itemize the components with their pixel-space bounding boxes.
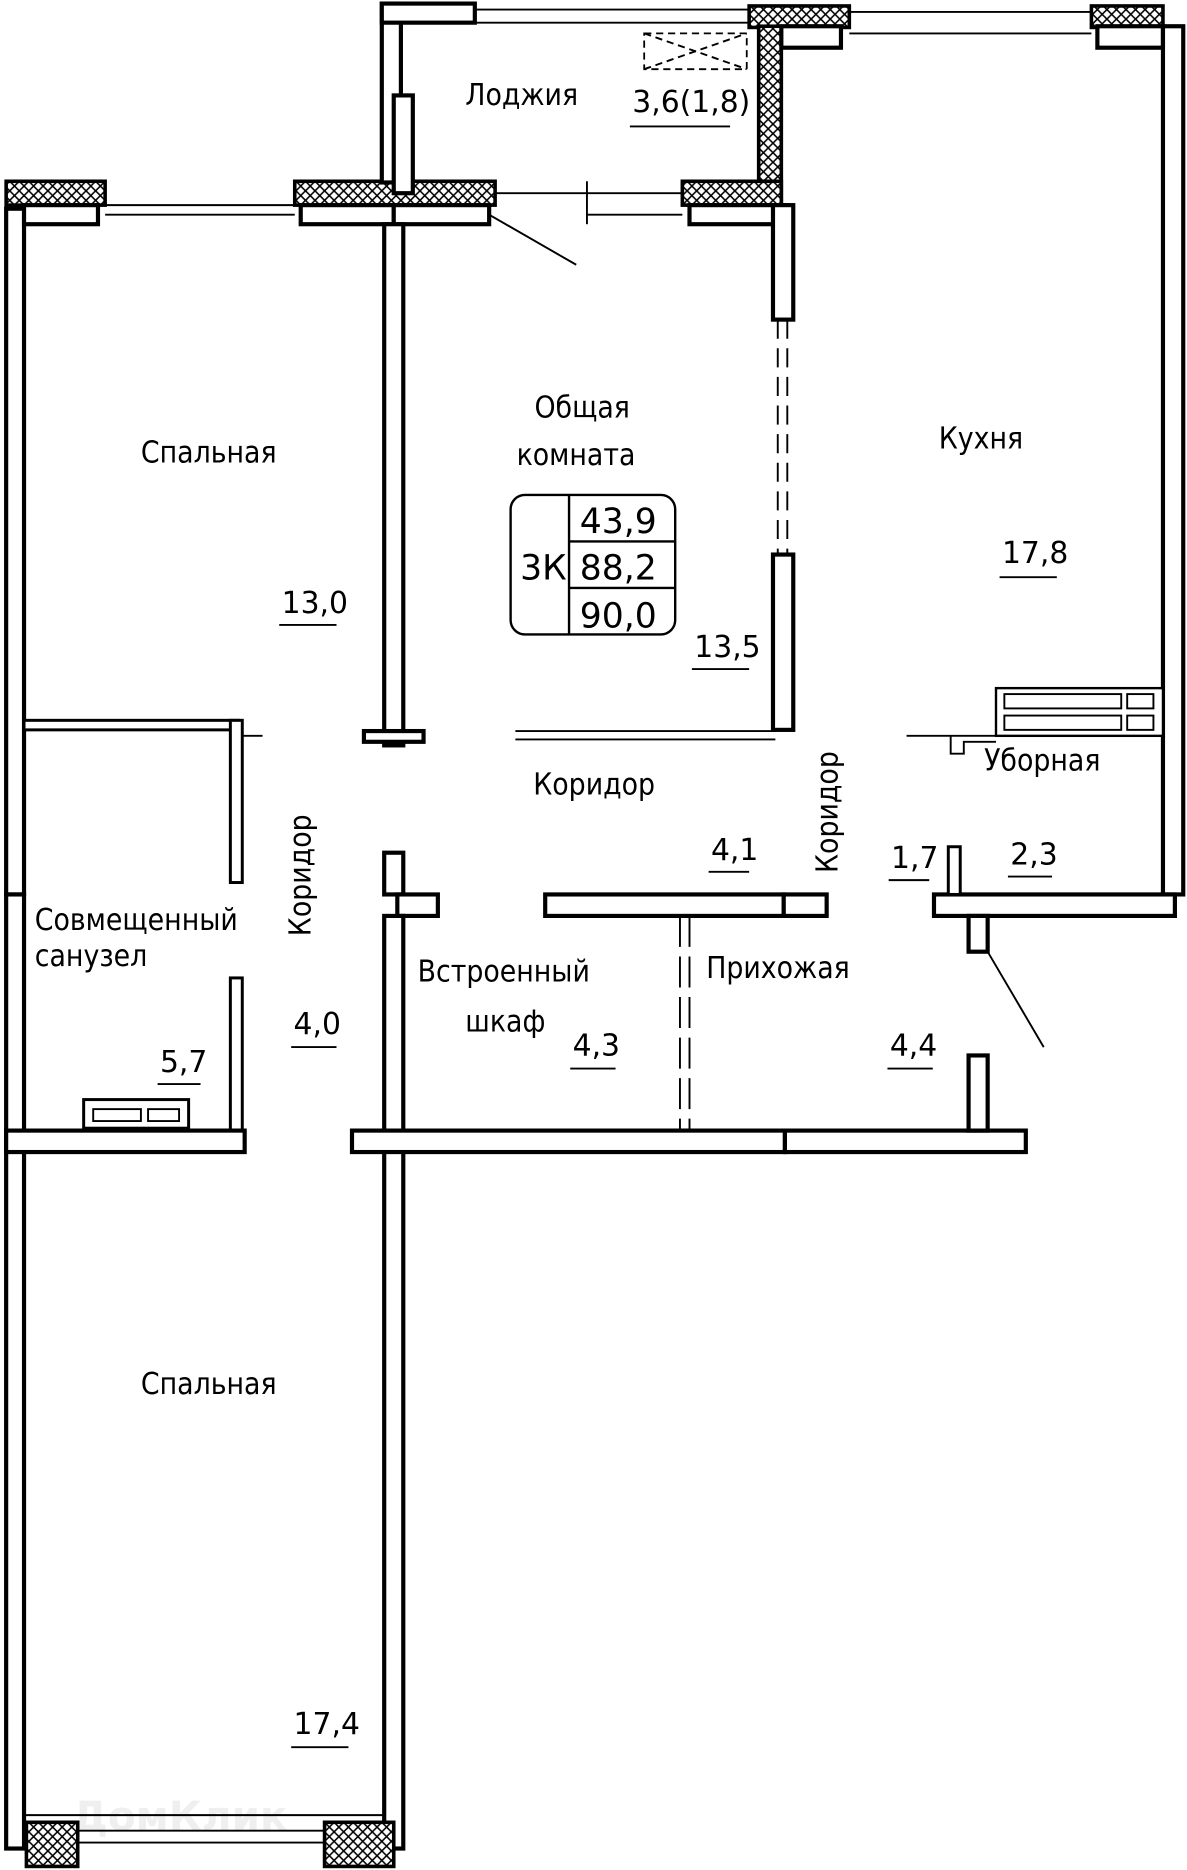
corridor-main-area: 4,1 [711,833,758,868]
corridor-left-name: Коридор [283,814,318,936]
bathroom-area: 5,7 [160,1045,207,1080]
bathroom-name-2: санузел [35,939,147,974]
corridor-right-name: Коридор [810,751,845,873]
closet-name-2: шкаф [465,1005,545,1040]
kitchen-name: Кухня [939,421,1023,456]
bedroom-top-name: Спальная [141,436,277,471]
watermark: ДомКлик [72,1793,288,1841]
room-count: 3К [520,549,567,589]
total-area-with-loggia: 90,0 [580,596,657,636]
closet-name-1: Встроенный [418,955,590,990]
kitchen-area: 17,8 [1002,536,1068,571]
corridor-right-area: 1,7 [891,841,938,876]
corridor-left-area: 4,0 [294,1007,341,1042]
toilet-name: Уборная [984,743,1100,778]
total-area: 88,2 [580,549,657,589]
loggia-name: Лоджия [465,78,578,113]
apartment-summary: 3К 43,9 88,2 90,0 [509,493,677,636]
living-name-2: комната [517,438,636,473]
bedroom-bottom-name: Спальная [141,1367,277,1402]
bathroom-name-1: Совмещенный [35,903,238,938]
living-name-1: Общая [534,390,629,425]
toilet-area: 2,3 [1010,838,1057,873]
walls [4,1,1186,1869]
living-area: 43,9 [580,502,657,542]
hallway-name: Прихожая [706,951,850,986]
closet-area: 4,3 [573,1028,620,1063]
loggia-area: 3,6(1,8) [632,85,750,120]
corridor-main-name: Коридор [533,767,655,802]
hallway-area: 4,4 [890,1028,937,1063]
bedroom-bottom-area: 17,4 [294,1707,360,1742]
room-labels: Лоджия 3,6(1,8) Спальная 13,0 Общая комн… [35,78,1100,1749]
living-area: 13,5 [694,630,760,665]
bedroom-top-area: 13,0 [282,586,348,621]
